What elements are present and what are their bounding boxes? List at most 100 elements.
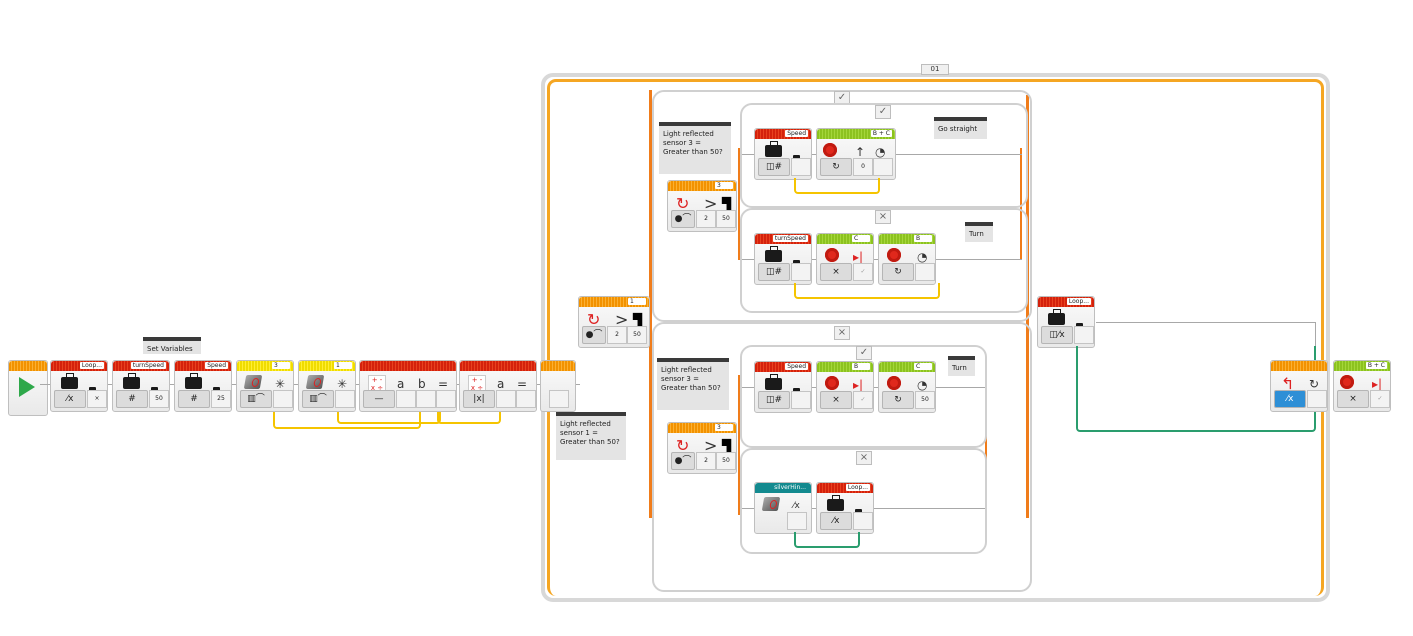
variable-block-speed-read[interactable]: Speed ◫# [754,128,812,180]
value-input[interactable]: 50 [149,390,169,408]
threshold-value[interactable]: 50 [716,452,736,470]
mode-selector[interactable]: # [116,390,148,408]
mode-selector[interactable]: ⁄x [820,512,852,530]
input-a[interactable] [496,390,516,408]
mode-selector[interactable]: ⁄x [54,390,86,408]
port-label[interactable]: C [852,235,870,242]
value-input[interactable]: × [87,390,107,408]
value-input[interactable]: 25 [211,390,231,408]
comment-turn-upper[interactable]: Turn [965,222,993,242]
logic-output[interactable] [1074,326,1094,344]
upper-case-tab-false[interactable]: × [875,210,891,224]
my-block-name[interactable]: silverHin... [772,484,808,491]
ports-label[interactable]: B + C [870,130,892,137]
value-output[interactable] [791,158,811,176]
loop-name-label[interactable]: 01 [921,64,949,75]
variable-block-loop-read[interactable]: Loop... ◫⁄x [1037,296,1095,348]
loop-start-block[interactable] [540,360,576,412]
comment-turn-lower[interactable]: Turn [948,356,975,376]
variable-block-speed-read-2[interactable]: Speed ◫# [754,361,812,413]
brake-toggle[interactable]: ✓ [1370,390,1390,408]
output-plug[interactable] [335,390,355,408]
power-input[interactable] [915,263,935,281]
port-label[interactable]: 3 [715,424,733,431]
comment-go-straight[interactable]: Go straight [934,117,987,139]
mode-selector[interactable]: ◫# [758,391,790,409]
value-output[interactable] [791,263,811,281]
large-motor-block-c-off[interactable]: C ▸| × ✓ [816,233,874,285]
start-block[interactable] [8,360,48,416]
comment-set-variables[interactable]: Set Variables [143,337,201,354]
mode-selector-calibrate[interactable]: ▥⌒ [240,390,272,408]
comment-outer-switch[interactable]: Light reflected sensor 1 = Greater than … [556,412,626,460]
mode-selector-subtract[interactable]: — [363,390,395,408]
upper-switch-false-case[interactable] [740,208,1028,313]
variable-block-turnspeed[interactable]: turnSpeed # 50 [112,360,170,412]
color-sensor-block-port1[interactable]: 1 ✳ ▥⌒ [298,360,356,412]
large-motor-block-b-on[interactable]: B ◔ ↻ [878,233,936,285]
brake-toggle[interactable]: ✓ [853,391,873,409]
loop-end-block[interactable]: ↰ ↻ ⁄x [1270,360,1328,412]
power-input[interactable]: 50 [915,391,935,409]
value-output[interactable] [791,391,811,409]
until-input[interactable] [1307,390,1327,408]
mode-selector-logic[interactable]: ⁄x [1274,390,1306,408]
comment-lower-switch[interactable]: Light reflected sensor 3 = Greater than … [657,358,729,410]
mode-selector[interactable]: # [178,390,210,408]
mode-selector[interactable]: ●⌒ [582,326,606,344]
mode-selector-off[interactable]: × [820,391,852,409]
brake-toggle[interactable]: ✓ [853,263,873,281]
variable-block-loop[interactable]: Loop... ⁄x × [50,360,108,412]
loop-index-output[interactable] [549,390,569,408]
mode-selector[interactable]: ◫⁄x [1041,326,1073,344]
steering-value[interactable]: 0 [853,158,873,176]
port-label[interactable]: 1 [334,362,352,369]
port-label[interactable]: C [914,363,932,370]
mode-selector[interactable]: ◫# [758,263,790,281]
mode-selector-off[interactable]: × [1337,390,1369,408]
output-plug[interactable] [273,390,293,408]
port-label[interactable]: B [852,363,870,370]
mode-selector-on[interactable]: ↻ [882,263,914,281]
value-input[interactable] [853,512,873,530]
variable-block-turnspeed-read[interactable]: turnSpeed ◫# [754,233,812,285]
input-b[interactable] [416,390,436,408]
compare-type[interactable]: 2 [696,210,716,228]
power-input[interactable] [873,158,893,176]
port-label[interactable]: 3 [715,182,733,189]
mode-selector-calibrate[interactable]: ▥⌒ [302,390,334,408]
move-steering-block-bc[interactable]: B + C ↑ ◔ ↻ 0 [816,128,896,180]
result-output[interactable] [516,390,536,408]
upper-switch-sensor-block[interactable]: 3 ↻ > ▜ ●⌒ 2 50 [667,180,737,232]
upper-case-tab-true[interactable]: ✓ [875,105,891,119]
compare-type[interactable]: 2 [696,452,716,470]
mode-selector[interactable]: ●⌒ [671,452,695,470]
upper-switch-true-case[interactable] [740,103,1028,208]
variable-block-loop-write[interactable]: Loop... ⁄x [816,482,874,534]
mode-selector[interactable]: ◫# [758,158,790,176]
threshold-value[interactable]: 50 [716,210,736,228]
lower-case-tab-false[interactable]: × [856,451,872,465]
lower-switch-sensor-block[interactable]: 3 ↻ > ▜ ●⌒ 2 50 [667,422,737,474]
ports-label[interactable]: B + C [1365,362,1387,369]
large-motor-block-c-on[interactable]: C ◔ ↻ 50 [878,361,936,413]
comment-upper-switch[interactable]: Light reflected sensor 3 = Greater than … [659,122,731,174]
port-label[interactable]: 3 [272,362,290,369]
color-sensor-block-port3[interactable]: 3 ✳ ▥⌒ [236,360,294,412]
my-block-silverhin[interactable]: silverHin... ⁄x [754,482,812,534]
mode-selector-off[interactable]: × [820,263,852,281]
port-label[interactable]: B [914,235,932,242]
math-block-subtract[interactable]: + -x ÷ a b = — [359,360,457,412]
mode-selector-on[interactable]: ↻ [882,391,914,409]
input-a[interactable] [396,390,416,408]
result-output[interactable] [436,390,456,408]
mode-selector[interactable]: ●⌒ [671,210,695,228]
lower-case-tab-true[interactable]: ✓ [856,346,872,360]
move-steering-block-bc-off[interactable]: B + C ▸| × ✓ [1333,360,1391,412]
mode-selector-absolute[interactable]: |x| [463,390,495,408]
math-block-absolute[interactable]: + -x ÷ a = |x| [459,360,537,412]
mode-selector-on[interactable]: ↻ [820,158,852,176]
outer-case-tab-false[interactable]: × [834,326,850,340]
loop-01-frame[interactable] [541,73,1330,602]
outer-switch-sensor-block[interactable]: 1 ↻ > ▜ ●⌒ 2 50 [578,296,650,348]
